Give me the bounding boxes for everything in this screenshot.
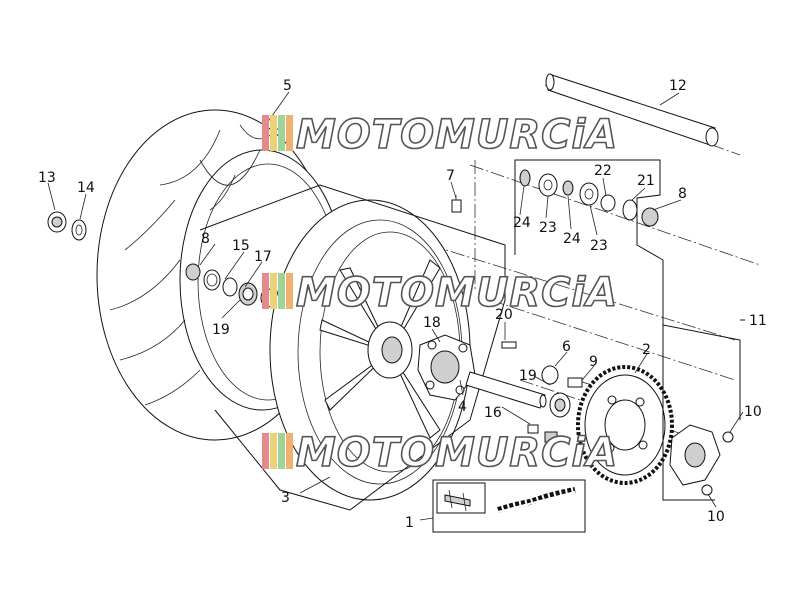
axle-nut-washer [47,211,87,241]
callout-15: 15 [232,238,250,254]
callout-10-bottom: 10 [707,509,725,525]
watermark-bottom: MOTOMURCiA [262,429,618,477]
callout-8-right: 8 [678,186,687,202]
rear-axle [545,73,719,147]
callout-13: 13 [38,170,56,186]
callout-7: 7 [446,168,455,184]
callout-labels: 5 13 14 7 12 8 15 17 19 18 20 19 6 9 2 4… [38,78,767,531]
watermark-top: MOTOMURCiA [262,111,618,159]
callout-4: 4 [458,399,467,415]
callout-20: 20 [495,307,513,323]
callout-2: 2 [642,342,651,358]
right-spacers [541,365,571,418]
callout-23-right: 23 [590,238,608,254]
callout-19-left: 19 [212,322,230,338]
watermark-text-middle: MOTOMURCiA [296,270,618,316]
callout-19-right: 19 [519,368,537,384]
callout-23-left: 23 [539,220,557,236]
callout-10-top: 10 [744,404,762,420]
bolts [451,195,593,443]
chain-kit [432,479,586,533]
spacer-shaft [465,371,547,409]
callout-24-right: 24 [563,231,581,247]
callout-12: 12 [669,78,687,94]
watermark-text-top: MOTOMURCiA [296,112,618,158]
wheel-rim [269,199,471,501]
callout-16: 16 [484,405,502,421]
bearing-kit [514,159,741,420]
watermark-text-bottom: MOTOMURCiA [296,430,618,476]
callout-6: 6 [562,339,571,355]
callout-3: 3 [281,490,290,506]
callout-5: 5 [283,78,292,94]
callout-21: 21 [637,173,655,189]
leader-lines [47,91,744,521]
callout-18: 18 [423,315,441,331]
callout-8-left: 8 [201,231,210,247]
watermark-middle: MOTOMURCiA [262,269,618,317]
callout-14: 14 [77,180,95,196]
sprocket-carrier [669,424,734,496]
callout-1: 1 [405,515,414,531]
callout-22: 22 [594,163,612,179]
rear-sprocket [576,365,674,485]
callout-17: 17 [254,249,272,265]
callout-24-left: 24 [513,215,531,231]
callout-11: 11 [749,313,767,329]
callout-9: 9 [589,354,598,370]
